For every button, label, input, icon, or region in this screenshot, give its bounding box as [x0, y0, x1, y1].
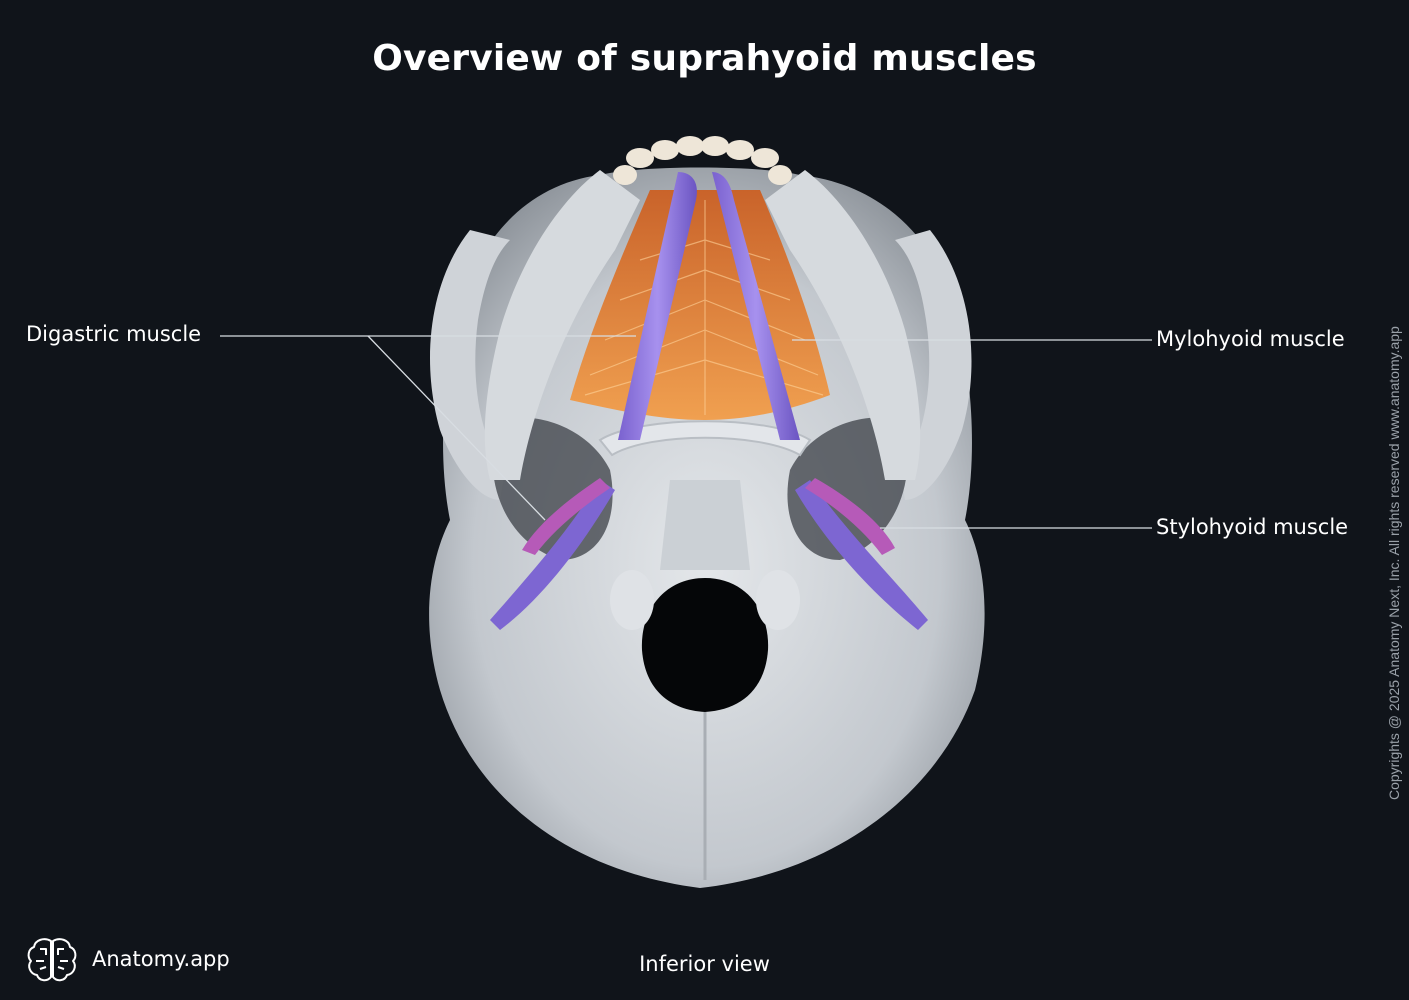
label-stylohyoid: Stylohyoid muscle	[1156, 515, 1349, 539]
copyright-notice: Copyrights @ 2025 Anatomy Next, Inc. All…	[1382, 255, 1404, 800]
basilar-part	[660, 480, 750, 570]
leader-lines	[220, 335, 1152, 529]
left-occipital-condyle	[610, 570, 654, 630]
label-digastric: Digastric muscle	[26, 322, 202, 346]
mandible-right	[765, 170, 921, 480]
left-zygomatic-arch	[430, 230, 510, 500]
view-label: Inferior view	[639, 952, 770, 976]
brand-name: Anatomy.app	[92, 947, 230, 971]
stylohyoid-left	[522, 478, 610, 555]
leader-digastric-posterior	[367, 335, 546, 521]
brain-icon	[27, 938, 77, 982]
right-occipital-condyle	[756, 570, 800, 630]
stylohyoid-right	[805, 478, 895, 555]
foramen-magnum	[641, 578, 769, 712]
digastric-anterior-right	[712, 172, 800, 440]
copyright-text: Copyrights @ 2025 Anatomy Next, Inc. All…	[1386, 326, 1402, 800]
right-zygomatic-arch	[895, 230, 972, 500]
digastric-posterior-right	[795, 480, 928, 630]
teeth	[613, 136, 792, 185]
hyoid-bone	[598, 420, 812, 457]
mandible	[484, 170, 640, 480]
digastric-anterior-left	[618, 172, 697, 440]
label-mylohyoid: Mylohyoid muscle	[1156, 327, 1345, 351]
page-title: Overview of suprahyoid muscles	[372, 38, 1037, 79]
digastric-posterior-left	[490, 480, 615, 630]
